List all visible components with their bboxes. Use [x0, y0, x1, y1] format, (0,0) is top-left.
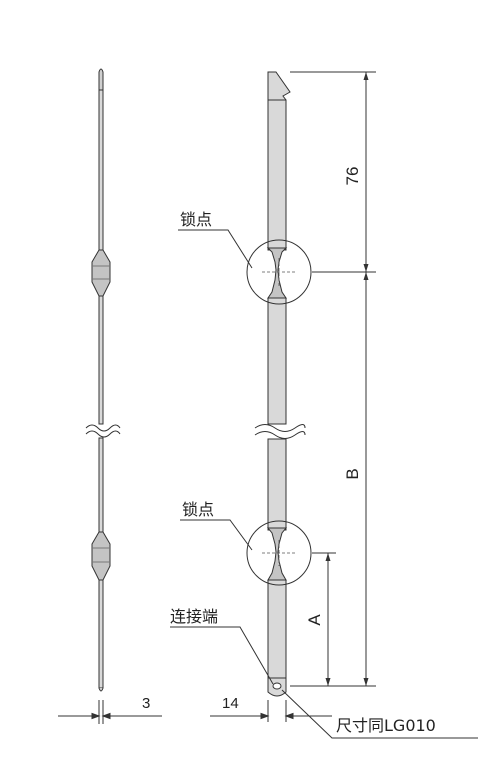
- front-view: [254, 71, 306, 697]
- front-lock-shape-2: [266, 527, 288, 581]
- leader-lock-1: [178, 229, 253, 269]
- side-lock-bulge-2: [91, 531, 111, 581]
- side-rod-lower: [98, 579, 104, 689]
- side-rod-middle: [98, 295, 104, 425]
- side-break-mark: [85, 424, 121, 432]
- connect-end-label: 连接端: [170, 607, 218, 626]
- side-lock-bulge-1: [91, 249, 111, 297]
- front-rod-upper: [267, 99, 287, 251]
- dim-width: [210, 700, 332, 722]
- lock-point-label-2: 锁点: [182, 500, 214, 519]
- lock-detail-circle-1: [246, 239, 312, 305]
- side-rod-tip: [98, 68, 104, 91]
- side-view: [85, 68, 121, 692]
- front-rod-lower: [267, 579, 287, 679]
- leader-size-ref: [281, 689, 478, 739]
- dim-thickness-label: 3: [142, 695, 150, 712]
- lock-point-label-1: 锁点: [180, 210, 212, 229]
- size-ref-label: 尺寸同LG010: [336, 716, 436, 735]
- leader-connect-end: [170, 626, 274, 685]
- dim-top-label: 76: [343, 167, 362, 186]
- lock-detail-circle-2: [246, 520, 312, 586]
- front-rod-middle: [267, 297, 287, 425]
- side-rod-upper: [98, 89, 104, 251]
- front-lock-shape-1: [266, 247, 288, 299]
- front-break-mark: [254, 424, 306, 432]
- dim-width-label: 14: [222, 695, 239, 712]
- connect-hole: [272, 682, 282, 690]
- dim-a-label: A: [305, 614, 324, 626]
- leader-lock-2: [180, 519, 253, 551]
- dim-thickness: [58, 700, 162, 724]
- dim-b-label: B: [343, 468, 362, 479]
